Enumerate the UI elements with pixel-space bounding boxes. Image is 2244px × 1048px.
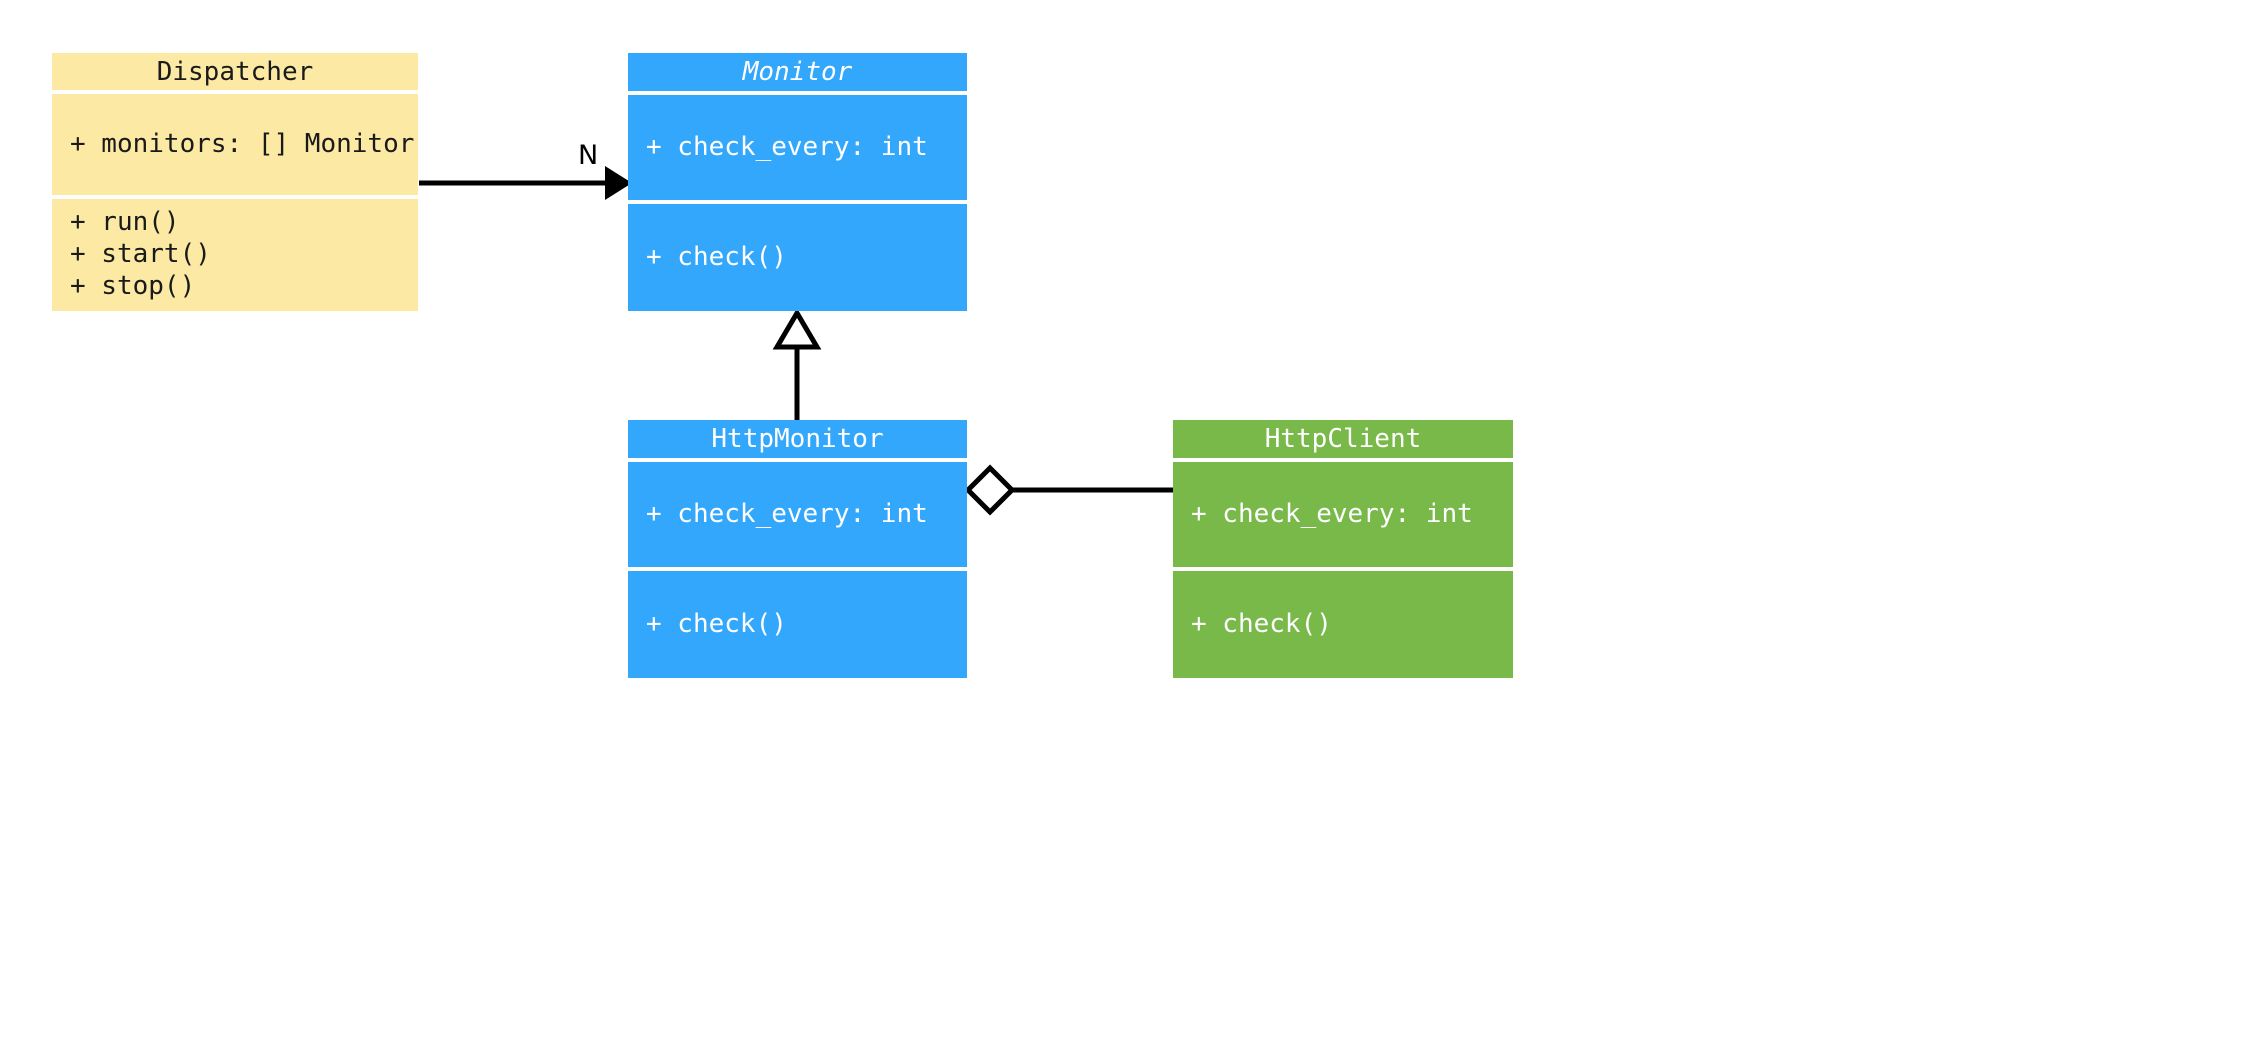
class-method: + run() xyxy=(70,207,180,238)
compartment-divider xyxy=(52,90,418,94)
class-title-compartment-monitor: Monitor xyxy=(628,53,967,91)
class-method: + check() xyxy=(1191,608,1332,639)
compartment-divider xyxy=(628,91,967,95)
class-method: + start() xyxy=(70,239,211,270)
class-attributes-compartment-httpclient: + check_every: int xyxy=(1173,462,1513,567)
class-methods-compartment-monitor: + check() xyxy=(628,204,967,311)
hollow-diamond-icon xyxy=(964,464,1016,516)
class-method: + check() xyxy=(646,608,787,639)
class-attribute: + check_every: int xyxy=(646,498,928,529)
class-attribute: + check_every: int xyxy=(1191,498,1473,529)
hollow-triangle-arrowhead-icon xyxy=(772,308,822,350)
class-title-compartment-httpclient: HttpClient xyxy=(1173,420,1513,458)
class-box-dispatcher[interactable]: Dispatcher + monitors: [] Monitor + run(… xyxy=(52,53,418,311)
inheritance-httpmonitor-monitor xyxy=(772,308,822,421)
class-title-compartment-dispatcher: Dispatcher xyxy=(52,53,418,90)
class-attribute: + check_every: int xyxy=(646,131,928,162)
class-name-httpmonitor: HttpMonitor xyxy=(711,424,884,454)
class-title-compartment-httpmonitor: HttpMonitor xyxy=(628,420,967,458)
compartment-divider xyxy=(628,567,967,571)
class-method: + stop() xyxy=(70,270,196,301)
compartment-divider xyxy=(628,200,967,204)
aggregation-httpmonitor-httpclient xyxy=(964,464,1173,516)
class-name-dispatcher: Dispatcher xyxy=(156,56,314,87)
class-attributes-compartment-monitor: + check_every: int xyxy=(628,95,967,200)
class-method: + check() xyxy=(646,241,787,272)
class-attribute: + monitors: [] Monitor xyxy=(70,128,415,159)
class-attributes-compartment-httpmonitor: + check_every: int xyxy=(628,462,967,567)
compartment-divider xyxy=(1173,567,1513,571)
class-attributes-compartment-dispatcher: + monitors: [] Monitor xyxy=(52,94,418,195)
class-box-httpmonitor[interactable]: HttpMonitor + check_every: int + check() xyxy=(628,420,967,678)
class-box-monitor[interactable]: Monitor + check_every: int + check() xyxy=(628,53,967,311)
class-box-httpclient[interactable]: HttpClient + check_every: int + check() xyxy=(1173,420,1513,678)
association-multiplicity-label: N xyxy=(578,140,599,171)
class-name-httpclient: HttpClient xyxy=(1264,424,1422,454)
compartment-divider xyxy=(52,195,418,199)
class-methods-compartment-httpmonitor: + check() xyxy=(628,571,967,678)
class-methods-compartment-dispatcher: + run() + start() + stop() xyxy=(52,199,418,311)
compartment-divider xyxy=(1173,458,1513,462)
class-methods-compartment-httpclient: + check() xyxy=(1173,571,1513,678)
association-dispatcher-monitor xyxy=(419,166,632,200)
compartment-divider xyxy=(628,458,967,462)
class-name-monitor: Monitor xyxy=(742,57,853,87)
